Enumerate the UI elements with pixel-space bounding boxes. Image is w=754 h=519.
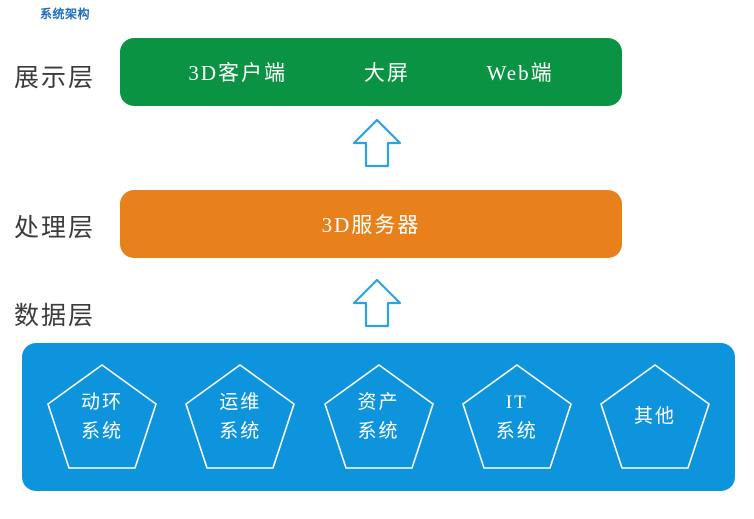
pentagon-icon <box>461 364 572 469</box>
pentagon-icon <box>47 364 157 469</box>
presentation-item-web[interactable]: Web端 <box>486 61 554 85</box>
data-system-it[interactable]: IT 系统 <box>459 361 575 473</box>
pentagon-icon <box>600 364 710 469</box>
up-arrow-icon-to-presentation <box>351 117 403 169</box>
data-layer-system-row: 动环 系统 运维 系统 资产 系统 IT 系统 <box>22 343 735 491</box>
presentation-item-3d-client[interactable]: 3D客户端 <box>188 61 288 85</box>
processing-layer-bar[interactable]: 3D服务器 <box>120 190 622 258</box>
pentagon-icon <box>323 364 434 469</box>
pentagon-icon <box>185 364 296 469</box>
data-system-yunwei[interactable]: 运维 系统 <box>182 361 298 473</box>
layer-label-presentation: 展示层 <box>14 65 96 92</box>
presentation-layer-bar[interactable]: 3D客户端 大屏 Web端 <box>120 38 622 106</box>
page-title: 系统架构 <box>40 7 91 21</box>
up-arrow-icon-to-processing <box>351 277 403 329</box>
layer-label-data: 数据层 <box>14 303 96 330</box>
processing-item-3d-server[interactable]: 3D服务器 <box>321 213 421 237</box>
presentation-item-large-screen[interactable]: 大屏 <box>363 61 410 85</box>
data-system-qita[interactable]: 其他 <box>597 361 713 473</box>
data-system-zichan[interactable]: 资产 系统 <box>321 361 437 473</box>
data-system-donghuan[interactable]: 动环 系统 <box>44 361 160 473</box>
data-layer-box <box>22 343 735 491</box>
layer-label-processing: 处理层 <box>14 215 96 242</box>
